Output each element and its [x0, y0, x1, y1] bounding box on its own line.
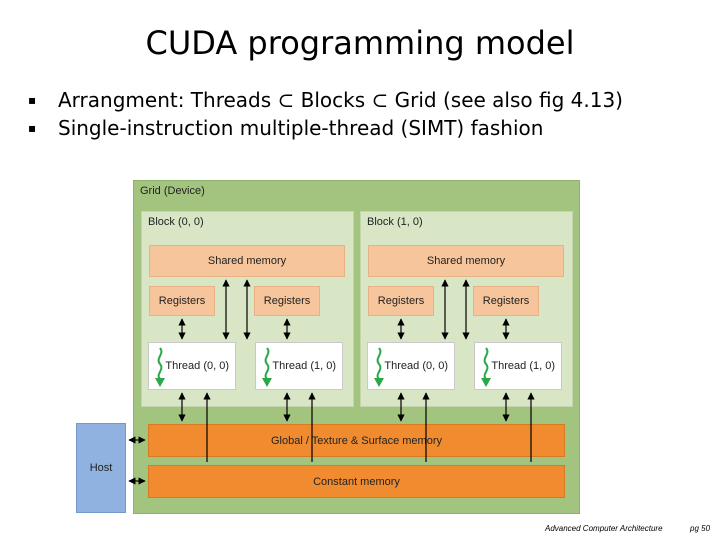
constant-memory: Constant memory	[148, 465, 565, 498]
thread-squiggle-icon	[155, 347, 165, 387]
bullet-list: ▪ Arrangment: Threads ⊂ Blocks ⊂ Grid (s…	[28, 86, 623, 142]
block-label: Block (0, 0)	[148, 216, 204, 228]
thread-squiggle-icon	[374, 347, 384, 387]
global-texture-surface-memory: Global / Texture & Surface memory	[148, 424, 565, 457]
thread-label: Thread (0, 0)	[384, 360, 448, 372]
footer-page-number: pg 50	[690, 524, 711, 533]
bullet-text-part: Blocks	[294, 88, 372, 112]
thread-block-1-0: Thread (0, 0)	[367, 342, 455, 390]
bullet-item-simt: ▪ Single-instruction multiple-thread (SI…	[28, 114, 623, 142]
bullet-text: Single-instruction multiple-thread (SIMT…	[58, 116, 544, 140]
subset-symbol: ⊂	[371, 88, 389, 112]
bullet-marker: ▪	[28, 121, 37, 135]
thread-block-0-0: Thread (0, 0)	[148, 342, 236, 390]
thread-label: Thread (0, 0)	[165, 360, 229, 372]
bullet-text-part: Grid (see also fig 4.13)	[388, 88, 623, 112]
registers-block-0-thread-1: Registers	[254, 286, 320, 316]
thread-squiggle-icon	[481, 347, 491, 387]
slide-title: CUDA programming model	[145, 24, 575, 62]
bullet-marker: ▪	[28, 93, 37, 107]
registers-block-0-thread-0: Registers	[149, 286, 215, 316]
bullet-item-arrangement: ▪ Arrangment: Threads ⊂ Blocks ⊂ Grid (s…	[28, 86, 623, 114]
thread-block-0-1: Thread (1, 0)	[255, 342, 343, 390]
subset-symbol: ⊂	[277, 88, 295, 112]
shared-memory-block-0: Shared memory	[149, 245, 345, 277]
thread-label: Thread (1, 0)	[272, 360, 336, 372]
grid-label: Grid (Device)	[140, 185, 205, 197]
thread-squiggle-icon	[262, 347, 272, 387]
shared-memory-block-1: Shared memory	[368, 245, 564, 277]
registers-block-1-thread-0: Registers	[368, 286, 434, 316]
thread-label: Thread (1, 0)	[491, 360, 555, 372]
footer-course: Advanced Computer Architecture	[545, 524, 663, 533]
host: Host	[76, 423, 126, 513]
registers-block-1-thread-1: Registers	[473, 286, 539, 316]
thread-block-1-1: Thread (1, 0)	[474, 342, 562, 390]
bullet-text-part: Arrangment: Threads	[58, 88, 278, 112]
block-label: Block (1, 0)	[367, 216, 423, 228]
